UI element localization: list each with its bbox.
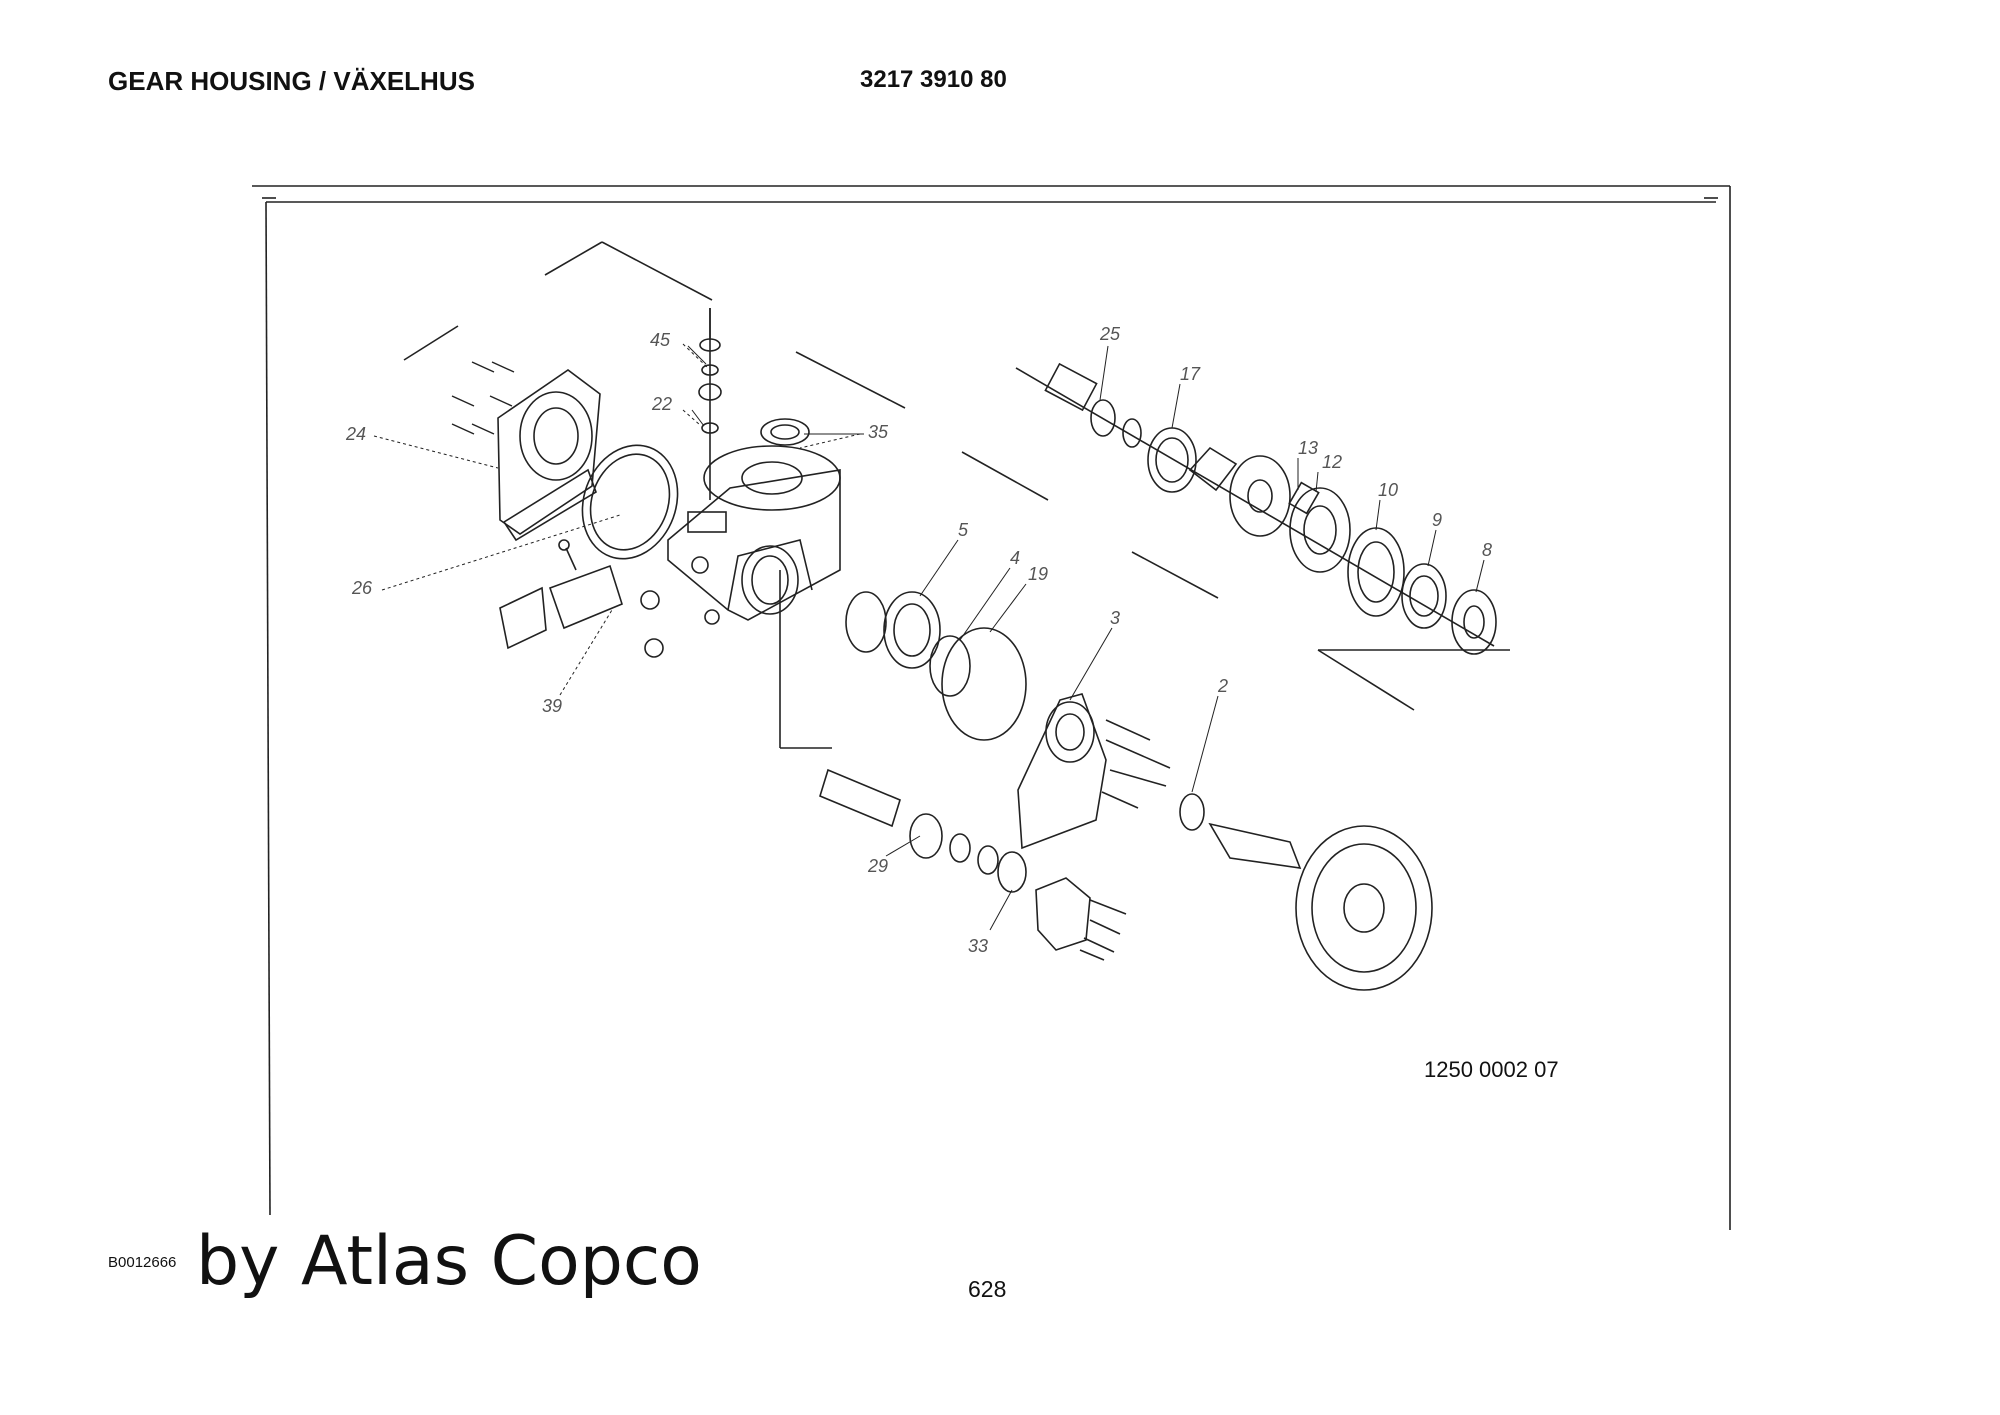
- callout-9: 9: [1432, 510, 1442, 530]
- callout-2: 2: [1217, 676, 1228, 696]
- callout-13: 13: [1298, 438, 1318, 458]
- page-title: GEAR HOUSING / VÄXELHUS: [108, 66, 475, 96]
- callout-19: 19: [1028, 564, 1048, 584]
- callout-26: 26: [351, 578, 373, 598]
- callout-17: 17: [1180, 364, 1201, 384]
- callout-4: 4: [1010, 548, 1020, 568]
- callout-33: 33: [968, 936, 988, 956]
- part-number: 3217 3910 80: [860, 66, 1007, 93]
- callout-35: 35: [868, 422, 889, 442]
- callout-22: 22: [651, 394, 672, 414]
- brand-text: by Atlas Copco: [196, 1222, 702, 1301]
- callout-29: 29: [867, 856, 888, 876]
- document-code: B0012666: [108, 1254, 177, 1271]
- page-number: 628: [968, 1276, 1007, 1302]
- callout-12: 12: [1322, 452, 1342, 472]
- callout-25: 25: [1099, 324, 1121, 344]
- drawing-number: 1250 0002 07: [1424, 1057, 1559, 1082]
- callout-24: 24: [345, 424, 366, 444]
- callout-39: 39: [542, 696, 562, 716]
- callout-8: 8: [1482, 540, 1492, 560]
- callout-3: 3: [1110, 608, 1120, 628]
- callout-45: 45: [650, 330, 671, 350]
- callout-5: 5: [958, 520, 969, 540]
- callout-10: 10: [1378, 480, 1398, 500]
